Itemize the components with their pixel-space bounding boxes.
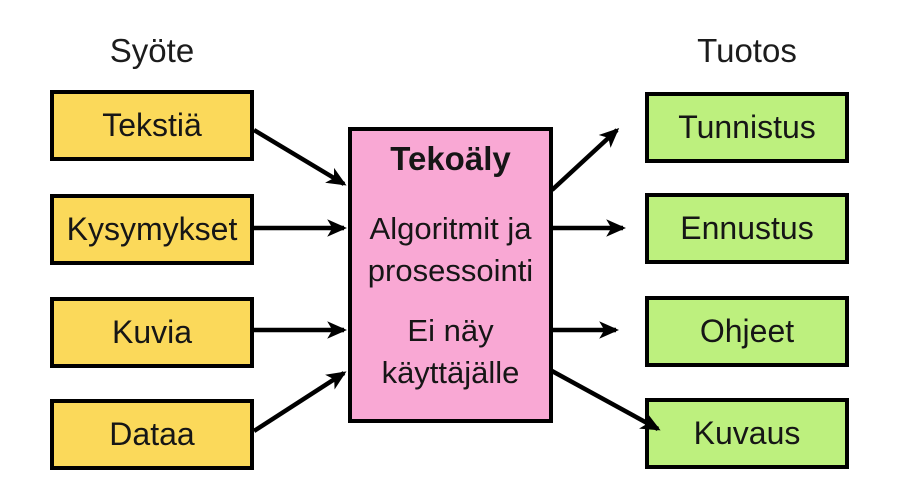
arrow-tekoaly-to-kuvaus: [550, 369, 661, 431]
output-column-header: Tuotos: [697, 32, 797, 69]
center-box-body-2: Ei näy käyttäjälle: [352, 310, 549, 394]
center-body1-line2: prosessointi: [367, 253, 534, 288]
output-box-ennustus: Ennustus: [645, 193, 849, 264]
output-box-kuvaus: Kuvaus: [645, 398, 849, 469]
arrow-dataa-to-tekoaly: [252, 371, 347, 433]
center-box-tekoaly: Tekoäly Algoritmit ja prosessointi Ei nä…: [348, 127, 553, 423]
center-body2-line1: Ei näy: [407, 313, 494, 348]
input-box-dataa: Dataa: [50, 399, 254, 470]
center-box-title: Tekoäly: [390, 140, 511, 177]
center-box-body-1: Algoritmit ja prosessointi: [352, 208, 549, 292]
input-column-header: Syöte: [109, 32, 195, 69]
arrow-tekoaly-to-tunnistus: [550, 127, 620, 192]
output-box-ohjeet: Ohjeet: [645, 296, 849, 367]
input-box-tekstia: Tekstiä: [50, 90, 254, 161]
center-body2-line2: käyttäjälle: [381, 355, 520, 390]
center-body1-line1: Algoritmit ja: [369, 211, 532, 246]
arrow-tekstia-to-tekoaly: [252, 128, 347, 186]
input-box-kuvia: Kuvia: [50, 297, 254, 368]
output-box-tunnistus: Tunnistus: [645, 92, 849, 163]
input-box-kysymykset: Kysymykset: [50, 194, 254, 265]
